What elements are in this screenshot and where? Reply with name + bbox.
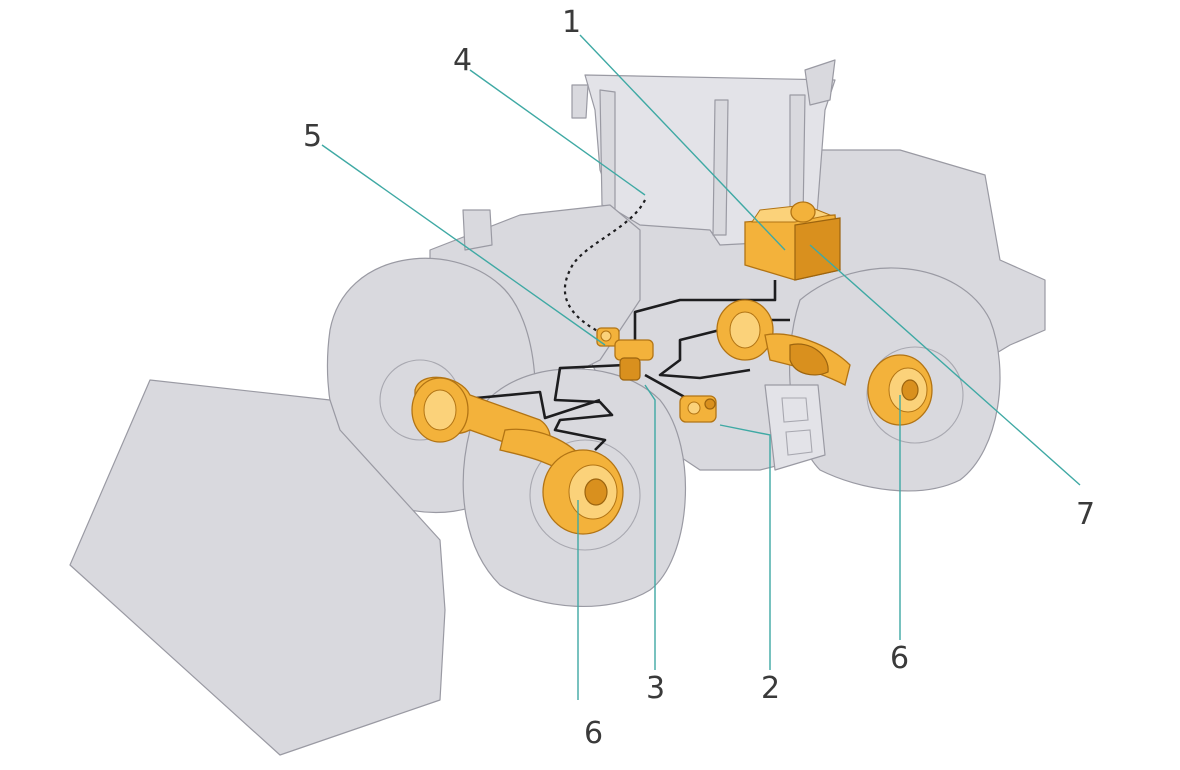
leader-5 — [321, 144, 606, 346]
rear-axle — [716, 299, 933, 426]
rear-step-slot-1 — [781, 397, 809, 423]
rear-step-slot-2 — [785, 429, 813, 456]
cab-pillar-mid — [712, 99, 729, 236]
main-supply-line — [633, 280, 777, 340]
callout-3: 3 — [646, 671, 665, 706]
parking-brake-valve — [679, 395, 717, 423]
brake-valve — [596, 327, 654, 381]
cab-rear-handle — [804, 59, 836, 106]
rear-step — [764, 384, 826, 471]
machine-silhouette — [69, 59, 1046, 756]
callout-6-right: 6 — [890, 641, 909, 676]
accumulator-line-dashed — [563, 199, 646, 336]
front-axle-cross-line — [454, 390, 601, 420]
bucket — [69, 379, 446, 756]
front-axle-line — [553, 363, 626, 451]
leader-1 — [579, 34, 786, 251]
brake-components — [411, 201, 933, 535]
cab-pillar-left — [599, 89, 616, 211]
callout-5: 5 — [303, 119, 322, 154]
callout-2: 2 — [761, 671, 780, 706]
rear-right-hub-ring — [866, 346, 964, 444]
front-right-hub-ring — [529, 439, 641, 551]
callout-1: 1 — [562, 5, 581, 40]
callout-6-left: 6 — [584, 716, 603, 751]
leader-4 — [469, 69, 646, 196]
callout-4: 4 — [453, 43, 472, 78]
hydraulic-tank — [744, 201, 841, 281]
front-axle — [411, 376, 624, 535]
callout-labels: 1 2 3 4 5 6 6 7 — [303, 5, 1095, 751]
leader-2 — [719, 424, 771, 670]
leader-7 — [809, 244, 1081, 486]
leader-3 — [644, 384, 656, 670]
cab-mirror — [571, 84, 589, 119]
leader-lines — [321, 34, 1081, 700]
front-exhaust — [462, 209, 493, 251]
callout-7: 7 — [1076, 497, 1095, 532]
